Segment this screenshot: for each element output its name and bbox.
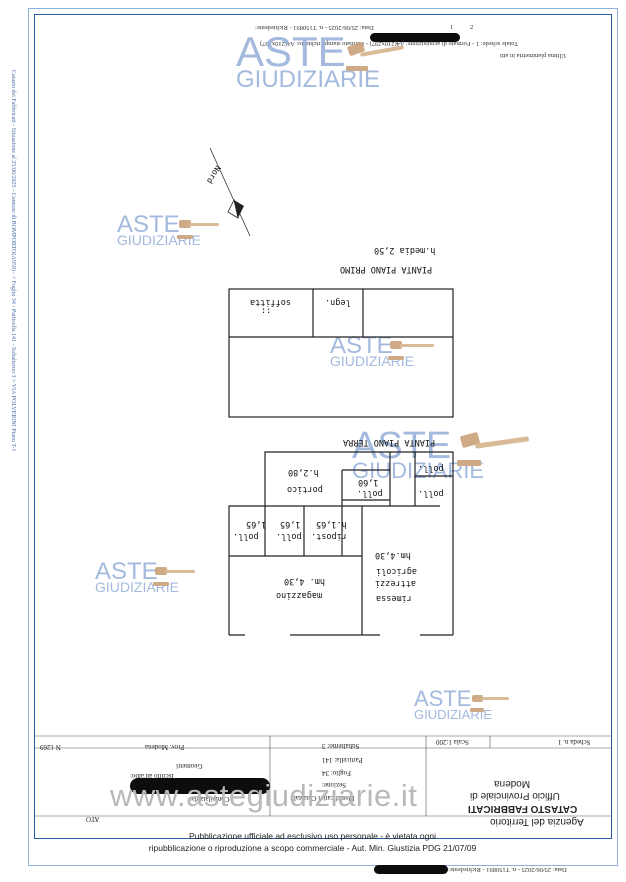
cartouche-redaction (130, 778, 270, 794)
ufficio-agenzia: Agenzia del Territorio (490, 816, 584, 827)
scale-mark-2: 2 (470, 24, 474, 31)
side-cadastral-text: Catasto dei Fabbricati - Situazione al 2… (10, 70, 16, 452)
notice-line2: ripubblicazione o riproduzione a scopo c… (148, 843, 477, 853)
watermark-lower-left: ASTE GIUDIZIARIE (95, 559, 195, 594)
ufficio-catasto: CATASTO FABBRICATI (468, 803, 578, 814)
ufficio-city: Modena (494, 778, 531, 789)
gavel-icon (457, 432, 529, 466)
cartouche-geometri: Geometri (176, 762, 203, 770)
cartouche-prov: Prov. Modena (145, 743, 185, 751)
sheet-border (28, 8, 618, 866)
cartouche-scala: Scala 1:200 (436, 738, 469, 746)
watermark-left: ASTE GIUDIZIARIE (117, 212, 219, 247)
plan-frame (34, 14, 612, 839)
cartouche-subalterno: Subalterno: 3 (322, 742, 360, 750)
footer-stamp: Data: 25/06/2025 - n. T150891 - Richiede… (448, 866, 567, 873)
ufficio-provinciale: Ufficio Provinciale di (470, 790, 560, 801)
scale-mark-1: 1 (450, 24, 454, 31)
cartouche-scheda: Scheda n. 1 (558, 738, 591, 746)
notice-line1: Pubblicazione ufficiale ad esclusivo uso… (189, 831, 436, 841)
cartouche-particella: Particella: 141 (322, 756, 363, 764)
footer-redaction (374, 865, 448, 874)
gavel-icon (346, 42, 404, 71)
watermark-top: ASTE GIUDIZIARIE (236, 31, 404, 91)
cartouche-ato: ATO (86, 815, 100, 823)
cartouche-foglio: Foglio: 34 (322, 769, 351, 777)
cartouche-n: N 1269 (40, 743, 61, 751)
header-redaction (370, 33, 460, 42)
north-arrow-icon (209, 147, 251, 237)
gavel-icon (153, 567, 195, 586)
publication-notice: Pubblicazione ufficiale ad esclusivo uso… (60, 830, 565, 854)
gavel-icon (470, 695, 509, 712)
watermark-lower-right: ASTE GIUDIZIARIE (414, 688, 509, 721)
gavel-icon (388, 341, 434, 360)
label-soffitta-mark: :: (261, 306, 272, 316)
url-watermark: www.astegiudiziarie.it (110, 778, 418, 813)
gavel-icon (177, 220, 219, 239)
